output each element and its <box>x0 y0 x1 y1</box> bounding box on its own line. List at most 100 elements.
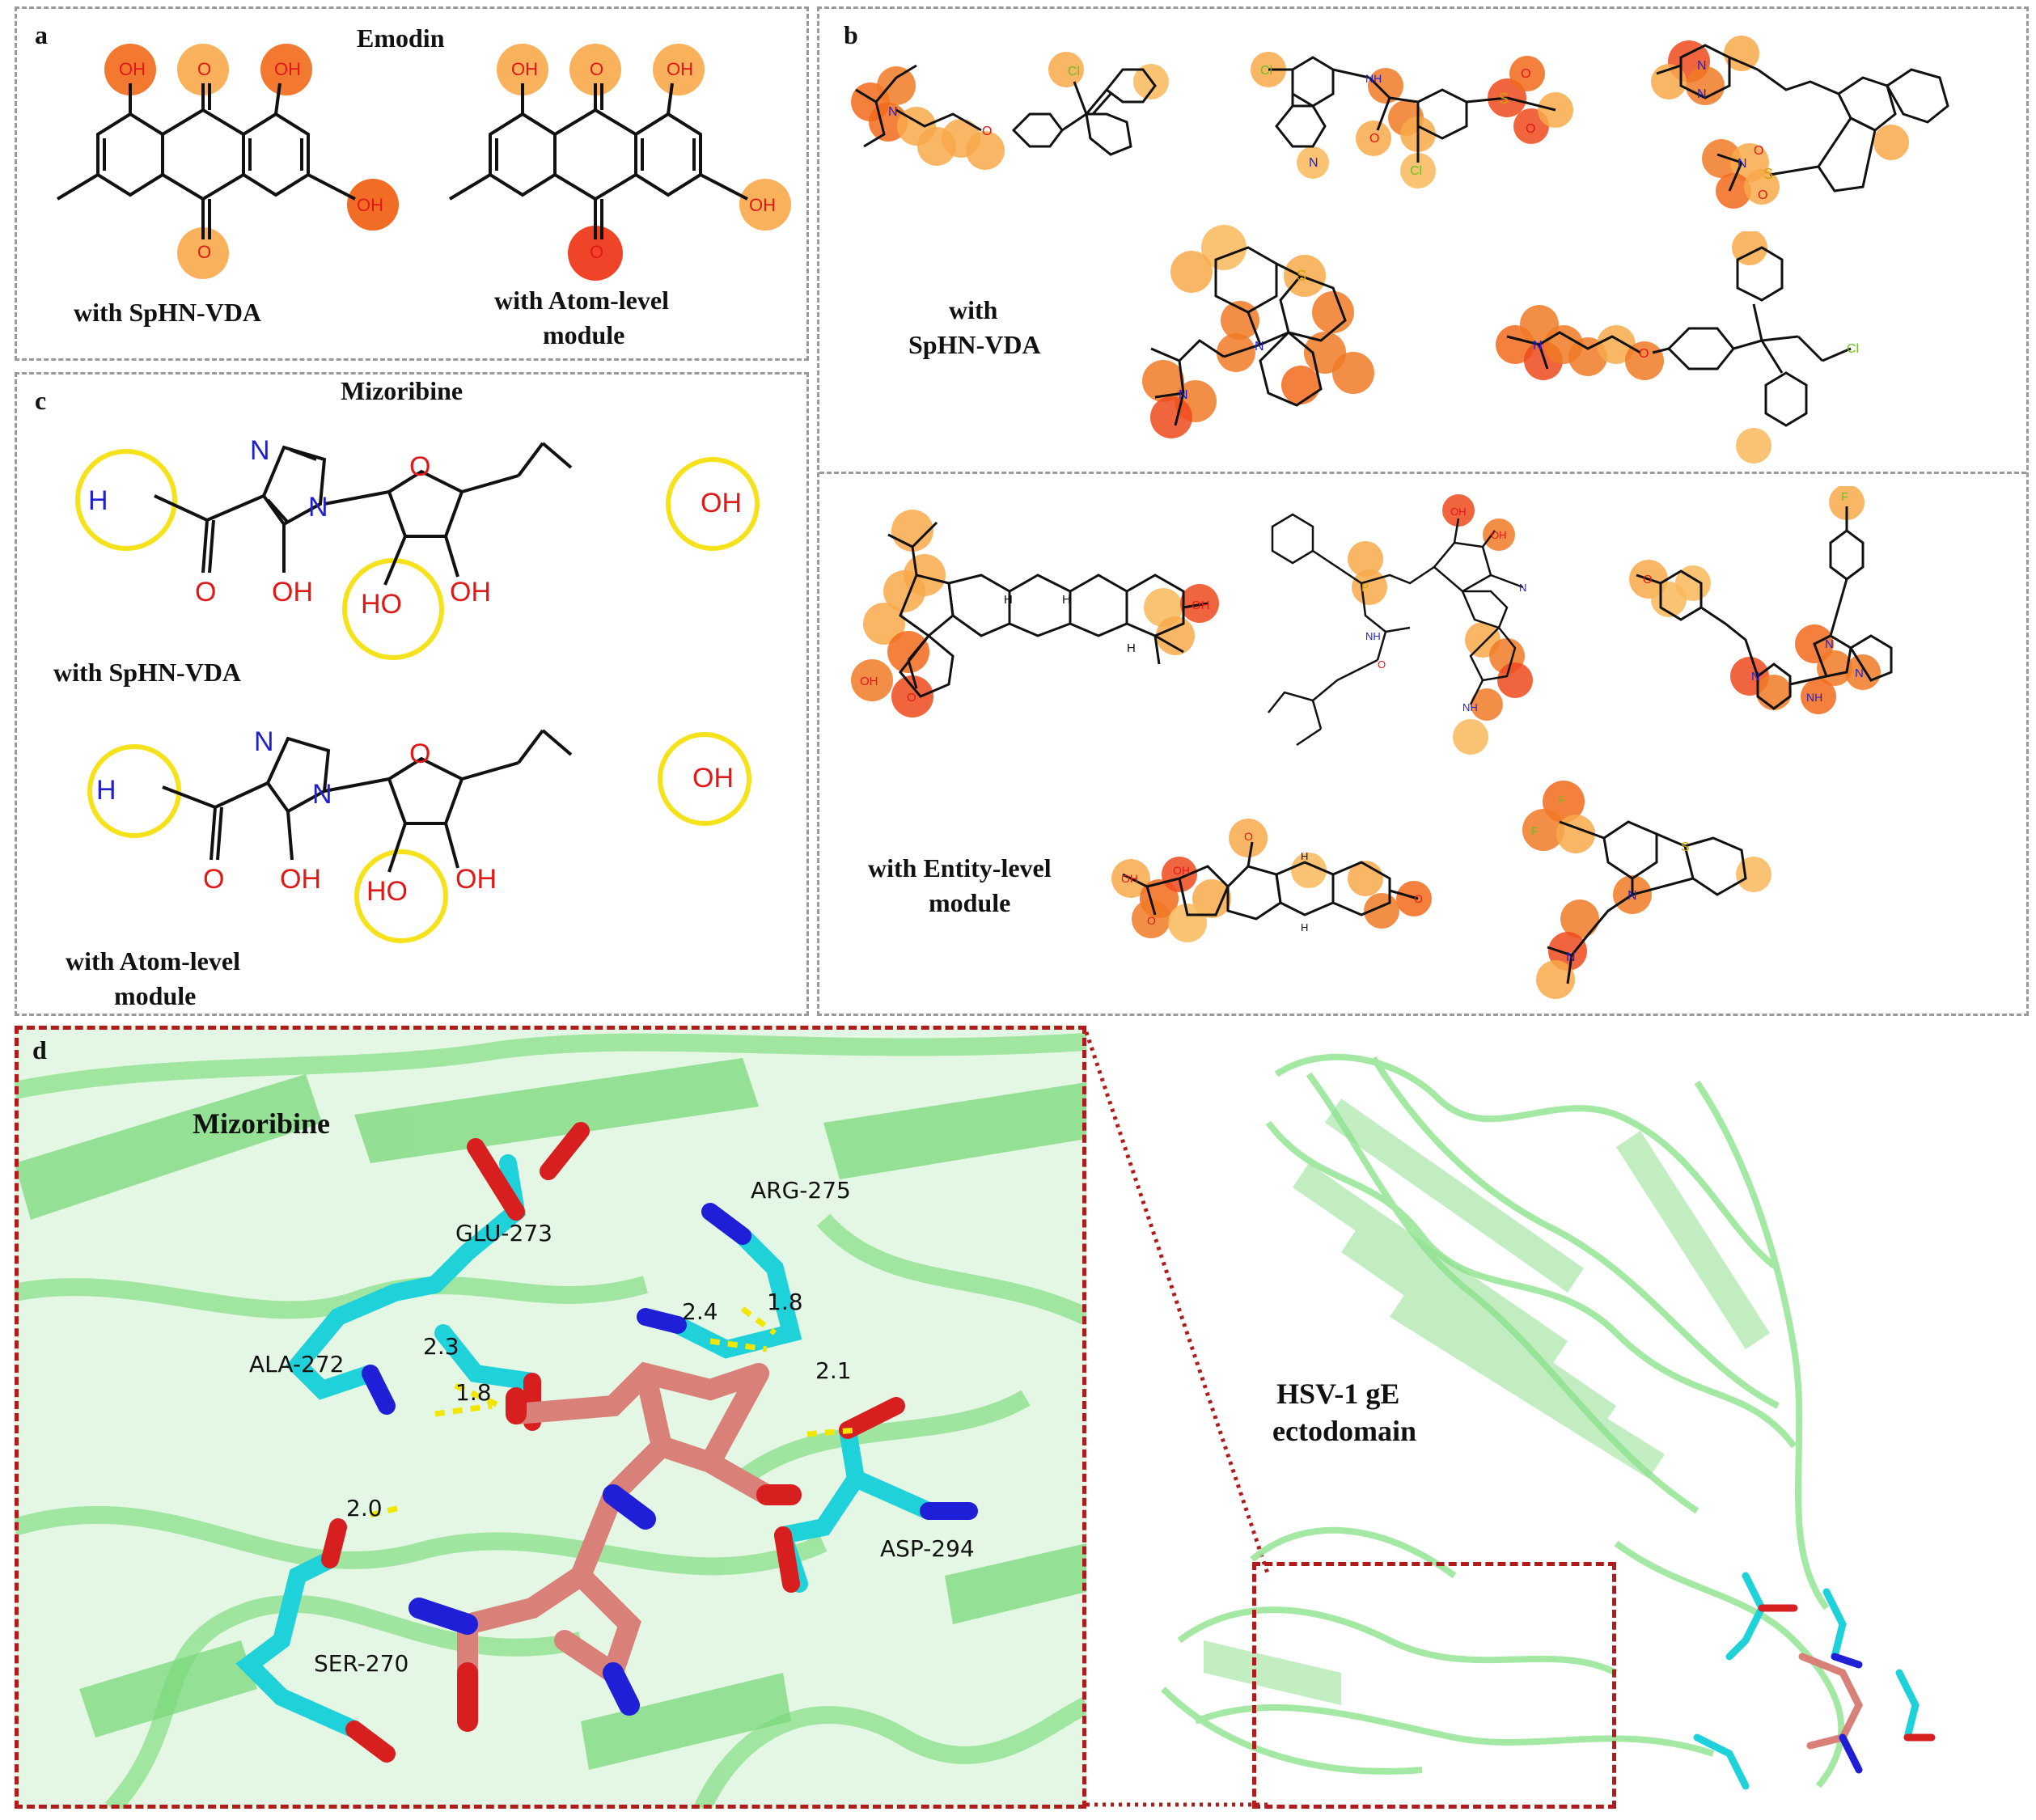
svg-text:OH: OH <box>272 577 313 607</box>
molecule-b10: F F S N N <box>1522 781 1771 999</box>
svg-text:O: O <box>409 739 430 769</box>
protein-label-1: HSV-1 gE <box>1276 1378 1400 1410</box>
panel-d: Mizoribine GLU-273 ARG-275 ALA-272 ASP-2… <box>15 1026 2029 1814</box>
svg-text:N: N <box>312 779 332 810</box>
molecule-b8: F O N N N NH <box>1629 486 1893 714</box>
svg-text:OH: OH <box>1173 864 1190 877</box>
panel-d-letter: d <box>32 1035 47 1064</box>
molecule-b4: S N N <box>1142 225 1374 438</box>
residue-label-ala272: ALA-272 <box>249 1351 345 1378</box>
svg-text:P: P <box>1361 581 1369 594</box>
svg-text:OH: OH <box>1121 872 1138 885</box>
panel-a-caption-left: with SpHN-VDA <box>74 298 262 327</box>
svg-text:OH: OH <box>455 864 497 895</box>
svg-text:OH: OH <box>119 59 146 79</box>
svg-text:S: S <box>1681 840 1690 854</box>
zoom-connector <box>1084 1031 1271 1807</box>
svg-text:N: N <box>888 105 898 119</box>
residue-label-glu273: GLU-273 <box>455 1220 552 1246</box>
panel-b-divider <box>819 472 2026 474</box>
distance-label-2: 1.8 <box>767 1289 803 1315</box>
panel-a-letter: a <box>35 20 48 49</box>
svg-text:N: N <box>1566 950 1576 964</box>
svg-text:O: O <box>1147 914 1156 927</box>
svg-text:N: N <box>1519 582 1526 594</box>
svg-text:O: O <box>590 59 603 79</box>
panel-c-caption-bottom-1: with Atom-level <box>66 946 240 976</box>
svg-text:O: O <box>1378 658 1386 671</box>
molecule-b5: N O Cl <box>1496 231 1859 463</box>
emodin-structure-left: OH O OH OH O <box>56 44 399 279</box>
distance-label-3: 2.3 <box>423 1333 459 1360</box>
svg-text:O: O <box>1244 830 1253 843</box>
panel-c-letter: c <box>35 386 47 415</box>
distance-label-5: 2.1 <box>815 1357 852 1384</box>
svg-text:O: O <box>590 242 603 262</box>
svg-text:OH: OH <box>274 59 301 79</box>
svg-text:NH: NH <box>1365 72 1382 85</box>
svg-text:OH: OH <box>1192 599 1210 612</box>
svg-text:Cl: Cl <box>1410 164 1422 178</box>
svg-text:OH: OH <box>1491 529 1507 541</box>
svg-text:O: O <box>197 59 211 79</box>
svg-text:NH: NH <box>1462 701 1478 713</box>
mizoribine-structure-bottom: H N N O O OH HO OH OH <box>87 726 751 943</box>
residue-label-asp294: ASP-294 <box>880 1535 975 1562</box>
residue-label-arg275: ARG-275 <box>751 1177 851 1204</box>
svg-text:NH: NH <box>1806 691 1822 704</box>
svg-text:F: F <box>1531 824 1539 837</box>
svg-text:Cl: Cl <box>1847 342 1859 356</box>
molecule-b6: H H H OH OH O <box>851 510 1219 717</box>
docking-scene <box>15 1033 1086 1809</box>
svg-text:H: H <box>1127 641 1136 655</box>
svg-text:O: O <box>1754 144 1763 158</box>
svg-text:OH: OH <box>1450 506 1467 518</box>
inset-frame <box>1252 1562 1616 1809</box>
panel-b-caption-bottom-2: module <box>929 888 1011 917</box>
panel-b-caption-bottom-1: with Entity-level <box>868 853 1052 882</box>
ligand-label: Mizoribine <box>193 1107 330 1140</box>
svg-text:N: N <box>1825 637 1834 651</box>
svg-text:OH: OH <box>701 488 742 518</box>
svg-text:HO: HO <box>361 589 402 620</box>
svg-text:N: N <box>1179 388 1188 402</box>
panel-a-title: Emodin <box>357 23 445 53</box>
svg-text:O: O <box>197 242 211 262</box>
svg-text:H: H <box>1062 593 1071 607</box>
svg-text:N: N <box>1697 59 1707 73</box>
panel-c-caption-top: with SpHN-VDA <box>53 658 242 687</box>
svg-text:N: N <box>254 726 274 757</box>
distance-label-4: 1.8 <box>455 1379 492 1406</box>
svg-text:O: O <box>1639 347 1649 361</box>
panel-b-caption-top-1: with <box>949 295 998 324</box>
distance-label-1: 2.4 <box>682 1298 718 1325</box>
panel-a-caption-right-1: with Atom-level <box>494 286 669 315</box>
svg-text:N: N <box>1255 340 1264 353</box>
svg-text:F: F <box>1841 490 1848 504</box>
svg-text:N: N <box>1309 156 1319 170</box>
svg-text:N: N <box>1855 667 1864 680</box>
svg-text:OH: OH <box>357 195 383 215</box>
svg-text:H: H <box>96 775 116 806</box>
svg-text:H: H <box>1301 921 1308 933</box>
svg-text:N: N <box>250 435 270 466</box>
svg-text:F: F <box>1558 794 1565 806</box>
molecule-b9: OH OH O O O H H <box>1111 819 1432 942</box>
svg-text:H: H <box>1301 850 1308 862</box>
panel-a-caption-right-2: module <box>543 320 625 349</box>
molecule-b7: P OH OH N NH NH O <box>1268 494 1533 755</box>
svg-text:N: N <box>1751 670 1760 684</box>
svg-text:OH: OH <box>667 59 693 79</box>
zoom-view: Mizoribine GLU-273 ARG-275 ALA-272 ASP-2… <box>15 1026 1086 1809</box>
panel-b-letter: b <box>844 20 858 49</box>
panel-b: b N O Cl <box>817 6 2029 1016</box>
svg-text:N: N <box>1738 157 1747 171</box>
svg-text:NH: NH <box>1365 630 1381 642</box>
svg-text:S: S <box>1763 166 1773 182</box>
svg-text:H: H <box>88 485 108 516</box>
panel-a: a Emodin OH O OH OH <box>15 6 809 361</box>
svg-text:N: N <box>1533 339 1543 353</box>
svg-text:O: O <box>1758 188 1767 202</box>
svg-text:OH: OH <box>280 864 321 895</box>
panel-c: c Mizoribine H N N O O OH HO <box>15 372 809 1016</box>
